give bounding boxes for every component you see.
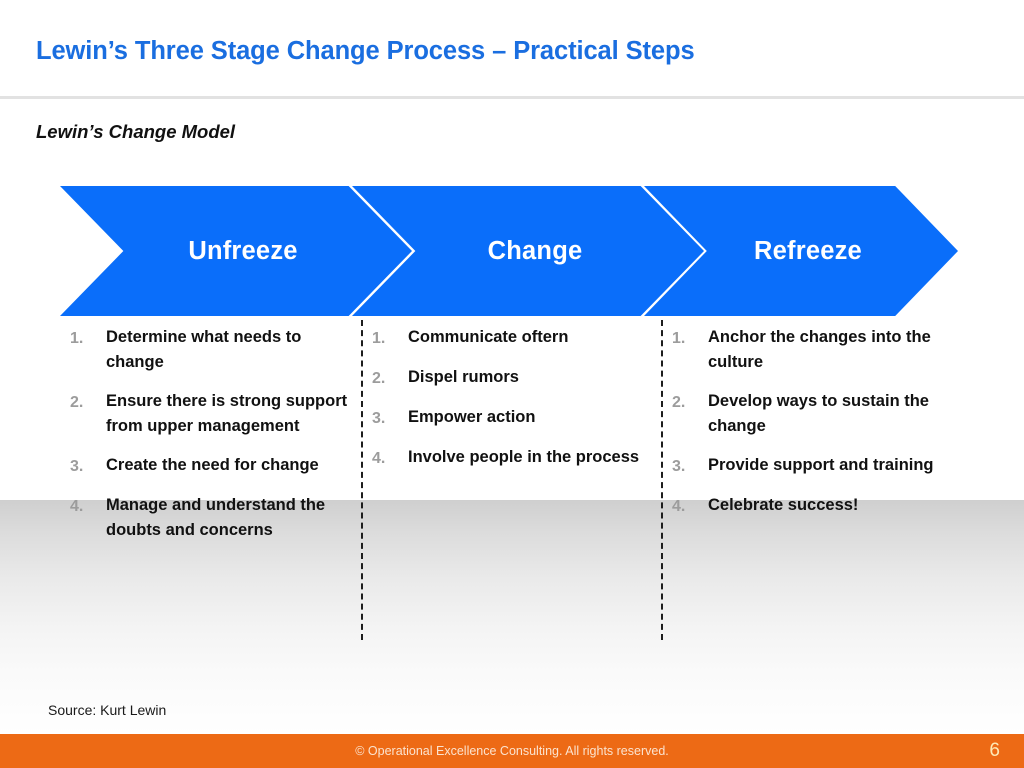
list-item: 1. Anchor the changes into the culture [672,325,957,375]
list-item-number: 3. [372,410,386,427]
footer-bar: © Operational Excellence Consulting. All… [0,734,1024,768]
page-number: 6 [989,740,1000,761]
list-item-text: Ensure there is strong support from uppe… [106,392,348,435]
column-divider-2 [661,320,663,640]
list-item-text: Involve people in the process [408,448,640,466]
column-divider-1 [361,320,363,640]
stage-chevron-refreeze[interactable]: Refreeze [644,186,958,316]
list-item-number: 2. [372,370,386,387]
list-item: 4. Manage and understand the doubts and … [70,493,350,543]
source-note: Source: Kurt Lewin [48,702,167,718]
list-item: 4. Involve people in the process [372,445,647,471]
stage-label-unfreeze: Unfreeze [188,236,298,265]
stage-label-refreeze: Refreeze [754,236,862,265]
list-item-number: 3. [672,458,686,475]
list-item: 3. Empower action [372,405,647,431]
page-title: Lewin’s Three Stage Change Process – Pra… [36,37,695,65]
list-item: 3. Create the need for change [70,453,350,479]
header-divider-rule [0,95,1024,99]
stage-label-change: Change [487,236,583,265]
stage-chevron-unfreeze[interactable]: Unfreeze [60,186,412,316]
list-item-text: Manage and understand the doubts and con… [106,496,326,539]
list-item-number: 1. [70,330,84,347]
list-item-text: Create the need for change [106,456,319,474]
list-item-text: Provide support and training [708,456,934,474]
list-item-number: 1. [672,330,686,347]
list-item-number: 1. [372,330,386,347]
list-item: 1. Determine what needs to change [70,325,350,375]
steps-column-refreeze: 1. Anchor the changes into the culture 2… [672,325,957,533]
list-item: 2. Ensure there is strong support from u… [70,389,350,439]
list-item-number: 4. [672,498,686,515]
list-item-text: Anchor the changes into the culture [708,328,931,371]
list-item-number: 2. [672,394,686,411]
list-item: 2. Dispel rumors [372,365,647,391]
list-item-number: 4. [372,450,386,467]
list-item-text: Develop ways to sustain the change [708,392,929,435]
list-item: 4. Celebrate success! [672,493,957,519]
slide-subtitle: Lewin’s Change Model [36,121,236,142]
steps-column-change: 1. Communicate oftern 2. Dispel rumors 3… [372,325,647,485]
list-item-text: Communicate oftern [408,328,569,346]
footer-copyright: © Operational Excellence Consulting. All… [355,744,669,758]
list-item-text: Celebrate success! [708,496,859,514]
list-item-number: 2. [70,394,84,411]
list-item-number: 3. [70,458,84,475]
list-item: 3. Provide support and training [672,453,957,479]
list-item: 2. Develop ways to sustain the change [672,389,957,439]
list-item-text: Dispel rumors [408,368,519,386]
list-item-number: 4. [70,498,84,515]
steps-column-unfreeze: 1. Determine what needs to change 2. Ens… [70,325,350,557]
background-gradient-band [0,500,1024,734]
list-item: 1. Communicate oftern [372,325,647,351]
list-item-text: Empower action [408,408,536,426]
stage-chevron-row: Unfreeze Change Refreeze [0,186,1024,316]
list-item-text: Determine what needs to change [106,328,302,371]
